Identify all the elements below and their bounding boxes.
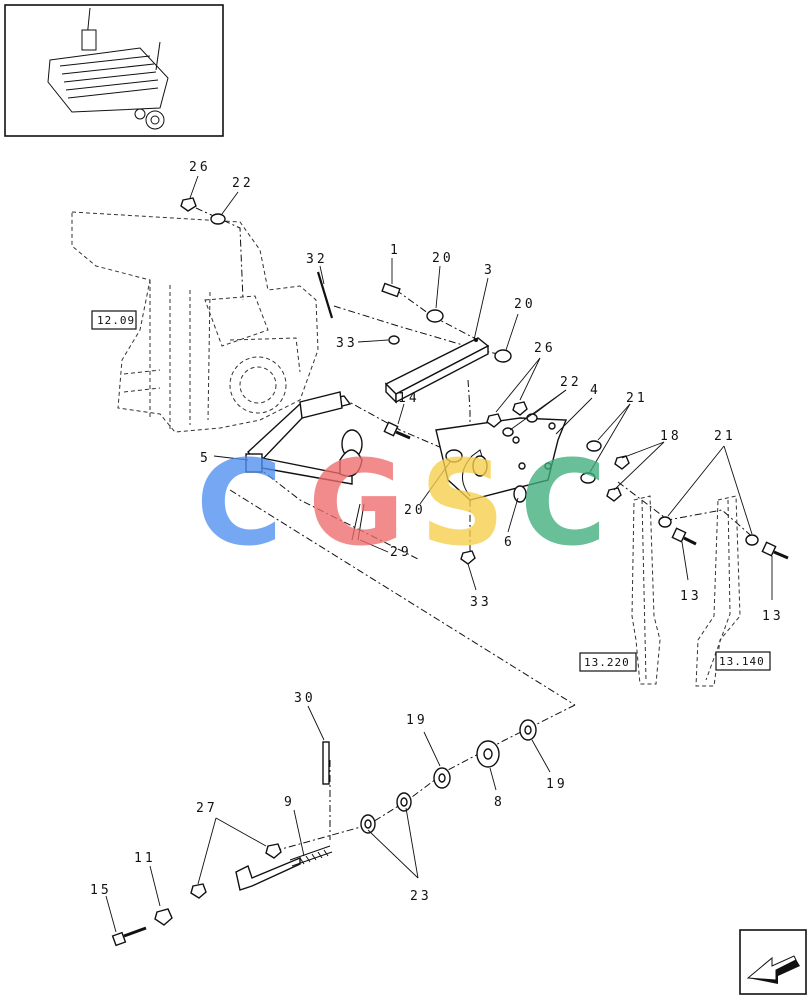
reference-box-12-09[interactable]: 12.09 <box>91 310 137 330</box>
machine-thumbnail-icon[interactable] <box>4 4 224 137</box>
svg-text:13.140: 13.140 <box>719 655 765 668</box>
assembly-lines <box>195 207 757 851</box>
callout-21: 21 <box>626 391 648 406</box>
svg-text:12.09: 12.09 <box>97 314 135 327</box>
callout-21: 21 <box>714 429 736 444</box>
callout-5: 5 <box>200 451 211 466</box>
callout-30: 30 <box>294 691 316 706</box>
watermark-letter-g: G <box>308 434 405 572</box>
callout-9: 9 <box>284 795 295 810</box>
svg-text:13.220: 13.220 <box>584 656 630 669</box>
callout-22: 22 <box>232 176 254 191</box>
callout-19: 19 <box>406 713 428 728</box>
leader-lines <box>105 175 773 933</box>
part-4-plate[interactable] <box>435 417 568 503</box>
callout-14: 14 <box>398 391 420 406</box>
callout-3: 3 <box>484 263 495 278</box>
hardware-nuts-washers[interactable] <box>180 197 759 565</box>
callout-20: 20 <box>432 251 454 266</box>
link-13-220-outline <box>631 495 661 685</box>
bolt-13-left[interactable] <box>671 527 697 546</box>
reference-box-13-220[interactable]: 13.220 <box>579 652 637 672</box>
link-13-140-outline <box>695 495 741 687</box>
callout-29: 29 <box>390 545 412 560</box>
callout-18: 18 <box>660 429 682 444</box>
watermark-letter-c2: C <box>520 434 607 572</box>
main-frame-outline <box>71 211 319 433</box>
callout-19: 19 <box>546 777 568 792</box>
callout-11: 11 <box>134 851 156 866</box>
callout-13: 13 <box>680 589 702 604</box>
callout-33: 33 <box>336 336 358 351</box>
callout-15: 15 <box>90 883 112 898</box>
watermark-logo: C G S C <box>196 434 607 572</box>
callout-labels: 26 22 32 1 20 3 20 33 26 22 4 21 14 18 2… <box>90 160 784 904</box>
callout-23: 23 <box>410 889 432 904</box>
part-32-pin[interactable] <box>316 271 334 319</box>
callout-13: 13 <box>762 609 784 624</box>
callout-4: 4 <box>590 383 601 398</box>
watermark-letter-c1: C <box>196 434 283 572</box>
nuts-27-11-bolt-15[interactable] <box>111 843 282 947</box>
part-5-lever[interactable] <box>245 391 363 485</box>
bolt-13-right[interactable] <box>761 541 789 560</box>
callout-26: 26 <box>189 160 211 175</box>
bolt-14[interactable] <box>383 421 411 440</box>
callout-27: 27 <box>196 801 218 816</box>
callout-22: 22 <box>560 375 582 390</box>
callout-33: 33 <box>470 595 492 610</box>
callout-26: 26 <box>534 341 556 356</box>
washers-19-23-8[interactable] <box>360 719 537 834</box>
part-29-pin[interactable] <box>351 503 365 541</box>
watermark-letter-s: S <box>420 434 505 572</box>
callout-8: 8 <box>494 795 505 810</box>
next-page-arrow-icon[interactable] <box>739 929 807 995</box>
part-9-rod[interactable] <box>235 845 333 891</box>
callout-20: 20 <box>404 503 426 518</box>
callout-1: 1 <box>390 243 401 258</box>
part-30-spring-pin[interactable] <box>322 741 330 785</box>
reference-box-13-140[interactable]: 13.140 <box>715 651 771 671</box>
callout-32: 32 <box>306 252 328 267</box>
callout-20: 20 <box>514 297 536 312</box>
part-1-pin[interactable] <box>381 282 401 298</box>
part-3-tube[interactable] <box>384 337 490 404</box>
callout-6: 6 <box>504 535 515 550</box>
